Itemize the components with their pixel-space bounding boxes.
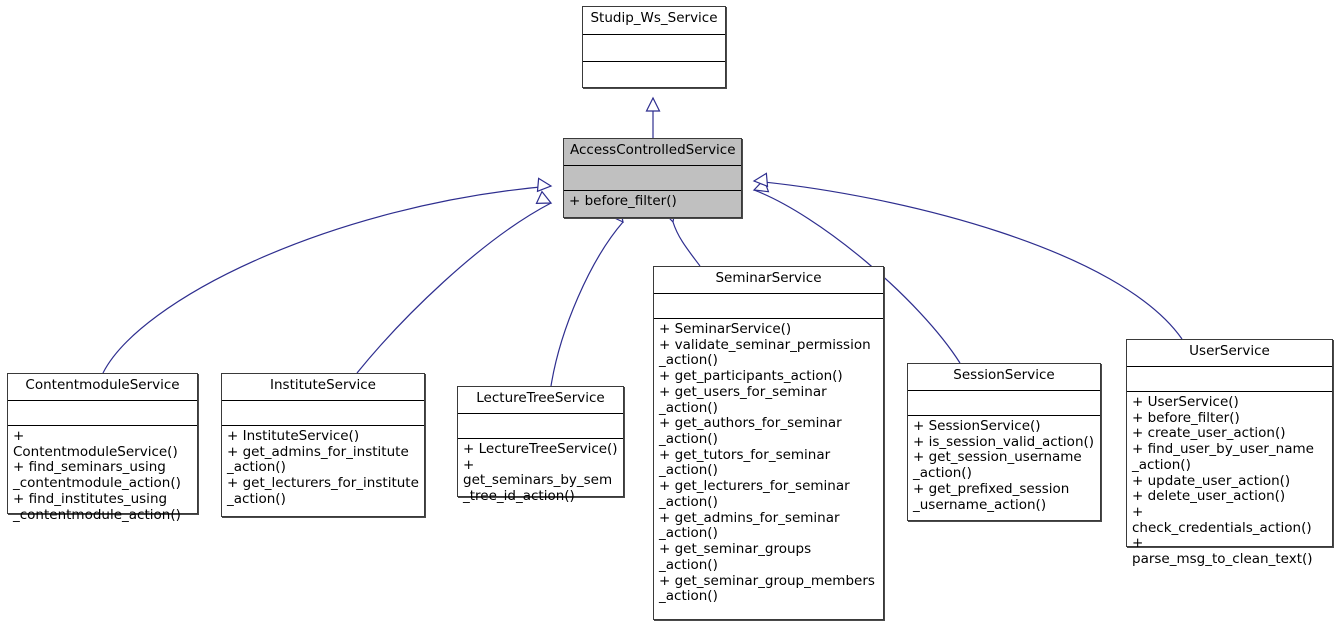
class-operations-compartment: + ContentmoduleService()+ find_seminars_… bbox=[8, 426, 197, 527]
class-attributes-compartment bbox=[8, 401, 197, 426]
uml-class-institute_service[interactable]: InstituteService+ InstituteService()+ ge… bbox=[221, 373, 425, 517]
empty-attributes bbox=[13, 404, 192, 418]
class-operation-line: + get_tutors_for_seminar _action() bbox=[659, 446, 831, 479]
class-operation-line: + get_prefixed_session _username_action(… bbox=[913, 480, 1070, 513]
empty-operations bbox=[588, 65, 720, 79]
generalization-edge bbox=[102, 185, 552, 374]
class-operation-line: + check_credentials_action() bbox=[1132, 504, 1312, 536]
empty-attributes bbox=[569, 169, 736, 183]
empty-attributes bbox=[1132, 370, 1327, 384]
class-operation-line: + create_user_action() bbox=[1132, 425, 1286, 442]
class-operation-line: + get_participants_action() bbox=[659, 368, 843, 385]
class-operations-compartment bbox=[583, 62, 725, 83]
class-operation-line: + before_filter() bbox=[1132, 409, 1240, 426]
class-attributes-compartment bbox=[1127, 367, 1332, 392]
class-attributes-compartment bbox=[458, 414, 623, 439]
class-operation-line: + get_users_for_seminar _action() bbox=[659, 383, 827, 416]
class-operation-line: + get_seminars_by_sem _tree_id_action() bbox=[463, 456, 613, 505]
uml-class-contentmodule_service[interactable]: ContentmoduleService + ContentmoduleServi… bbox=[7, 373, 198, 523]
class-name-label: Studip_Ws_Service bbox=[583, 7, 725, 35]
class-operations-compartment: + UserService()+ before_filter()+ create… bbox=[1127, 392, 1332, 572]
class-operation-line: + get_admins_for_institute _action() bbox=[227, 443, 409, 476]
class-operation-line: + get_seminar_groups _action() bbox=[659, 541, 812, 573]
uml-class-seminar_service[interactable]: SeminarService + SeminarService()+ valida… bbox=[653, 266, 884, 620]
class-operation-line: + get_admins_for_seminar _action() bbox=[659, 509, 840, 542]
class-name-label: UserService bbox=[1127, 340, 1332, 367]
class-operation-line: + SessionService() bbox=[913, 418, 1041, 434]
class-attributes-compartment bbox=[908, 391, 1100, 416]
class-operations-compartment: + before_filter() bbox=[564, 191, 741, 214]
inheritance-arrowhead-icon bbox=[752, 178, 770, 193]
class-attributes-compartment bbox=[583, 35, 725, 62]
class-operation-line: + UserService() bbox=[1132, 394, 1239, 410]
class-name-label: InstituteService bbox=[222, 374, 424, 401]
class-operations-compartment: + InstituteService()+ get_admins_for_ins… bbox=[222, 426, 424, 512]
class-name-label: AccessControlledService bbox=[564, 139, 741, 166]
uml-class-session_service[interactable]: SessionService + SessionService()+ is_ses… bbox=[907, 363, 1101, 521]
inheritance-arrowhead-icon bbox=[536, 177, 553, 193]
class-attributes-compartment bbox=[654, 294, 883, 319]
class-operations-compartment: + SeminarService()+ validate_seminar_per… bbox=[654, 319, 883, 609]
empty-attributes bbox=[227, 404, 419, 418]
class-operation-line: + find_seminars_using _contentmodule_act… bbox=[13, 459, 181, 492]
class-operation-line: + find_institutes_using _contentmodule_a… bbox=[13, 490, 181, 523]
class-operation-line: + SeminarService() bbox=[659, 321, 792, 337]
class-operation-line: + is_session_valid_action() bbox=[913, 433, 1095, 450]
class-name-label: SessionService bbox=[908, 364, 1100, 391]
uml-class-lecture_tree_service[interactable]: LectureTreeService + LectureTreeService()… bbox=[457, 386, 624, 504]
class-operation-line: + update_user_action() bbox=[1132, 472, 1291, 489]
class-operation-line: + get_session_username _action() bbox=[913, 449, 1082, 482]
empty-attributes bbox=[913, 394, 1095, 408]
class-operation-line: + get_authors_for_seminar _action() bbox=[659, 415, 842, 448]
inheritance-arrowhead-icon bbox=[645, 96, 661, 112]
generalization-edge bbox=[672, 221, 701, 267]
uml-class-studip_ws_service[interactable]: Studip_Ws_Service bbox=[582, 6, 726, 88]
class-attributes-compartment bbox=[564, 166, 741, 191]
inheritance-arrowhead-icon bbox=[535, 190, 553, 205]
class-operation-line: + get_seminar_group_members _action() bbox=[659, 572, 875, 605]
inheritance-arrowhead-icon bbox=[752, 172, 769, 188]
class-operation-line: + InstituteService() bbox=[227, 428, 360, 444]
class-operation-line: + ContentmoduleService() bbox=[13, 428, 178, 460]
class-operation-line: + before_filter() bbox=[569, 193, 677, 209]
class-operation-line: + get_lecturers_for_institute _action() bbox=[227, 475, 419, 507]
class-operations-compartment: + SessionService()+ is_session_valid_act… bbox=[908, 416, 1100, 517]
empty-attributes bbox=[588, 38, 720, 52]
class-operation-line: + parse_msg_to_clean_text() bbox=[1132, 535, 1313, 568]
class-operations-compartment: + LectureTreeService()+ get_seminars_by_… bbox=[458, 439, 623, 509]
class-name-label: ContentmoduleService bbox=[8, 374, 197, 401]
class-operation-line: + delete_user_action() bbox=[1132, 488, 1286, 505]
empty-attributes bbox=[659, 297, 878, 311]
class-operation-line: + get_lecturers_for_seminar _action() bbox=[659, 478, 850, 510]
uml-class-user_service[interactable]: UserService + UserService()+ before_filte… bbox=[1126, 339, 1333, 567]
generalization-edge bbox=[550, 221, 624, 387]
class-operation-line: + LectureTreeService() bbox=[463, 441, 618, 457]
generalization-edge bbox=[356, 202, 552, 374]
class-operation-line: + find_user_by_user_name _action() bbox=[1132, 441, 1314, 473]
class-attributes-compartment bbox=[222, 401, 424, 426]
empty-attributes bbox=[463, 417, 618, 431]
uml-class-access_controlled_service[interactable]: AccessControlledService + before_filter() bbox=[563, 138, 742, 218]
class-name-label: LectureTreeService bbox=[458, 387, 623, 414]
class-name-label: SeminarService bbox=[654, 267, 883, 294]
class-operation-line: + validate_seminar_permission _action() bbox=[659, 336, 871, 369]
